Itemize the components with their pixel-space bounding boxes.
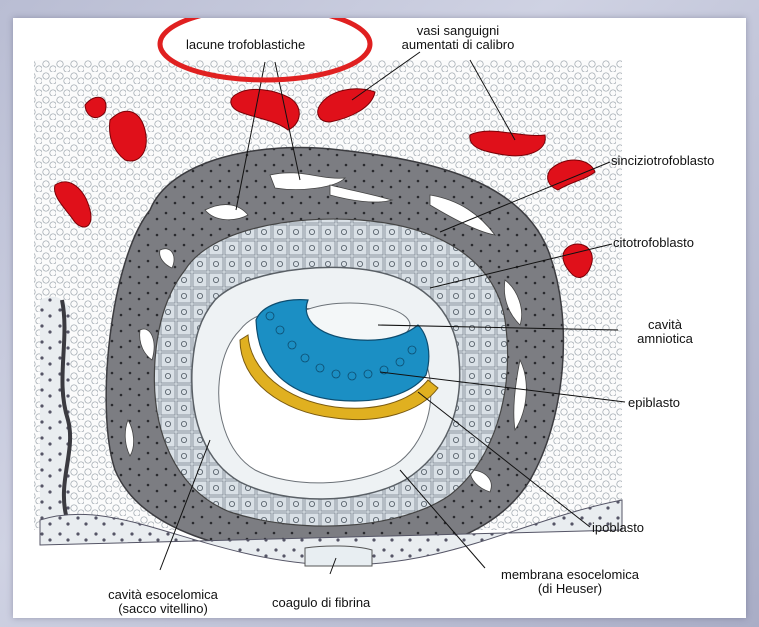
label-cavita-amn-line2: amniotica bbox=[620, 332, 710, 346]
label-coagulo-di-fibrina: coagulo di fibrina bbox=[272, 596, 370, 610]
label-cavita-amniotica: cavità amniotica bbox=[620, 318, 710, 346]
label-vasi-line1: vasi sanguigni bbox=[383, 24, 533, 38]
label-membrana-line2: (di Heuser) bbox=[475, 582, 665, 596]
label-vasi-line2: aumentati di calibro bbox=[383, 38, 533, 52]
label-esocel-line2: (sacco vitellino) bbox=[78, 602, 248, 616]
label-esocel-line1: cavità esocelomica bbox=[78, 588, 248, 602]
label-epiblasto: epiblasto bbox=[628, 396, 680, 410]
label-membrana-esocelomica: membrana esocelomica (di Heuser) bbox=[475, 568, 665, 596]
label-lacune-trofoblastiche: lacune trofoblastiche bbox=[186, 38, 305, 52]
label-membrana-line1: membrana esocelomica bbox=[475, 568, 665, 582]
label-sinciziotrofoblasto: sinciziotrofoblasto bbox=[611, 154, 714, 168]
label-cavita-amn-line1: cavità bbox=[620, 318, 710, 332]
label-cavita-esocelomica: cavità esocelomica (sacco vitellino) bbox=[78, 588, 248, 616]
label-ipoblasto: ipoblasto bbox=[592, 521, 644, 535]
label-vasi-sanguigni: vasi sanguigni aumentati di calibro bbox=[383, 24, 533, 52]
label-citotrofoblasto: citotrofoblasto bbox=[613, 236, 694, 250]
fibrin-plug bbox=[305, 546, 372, 566]
